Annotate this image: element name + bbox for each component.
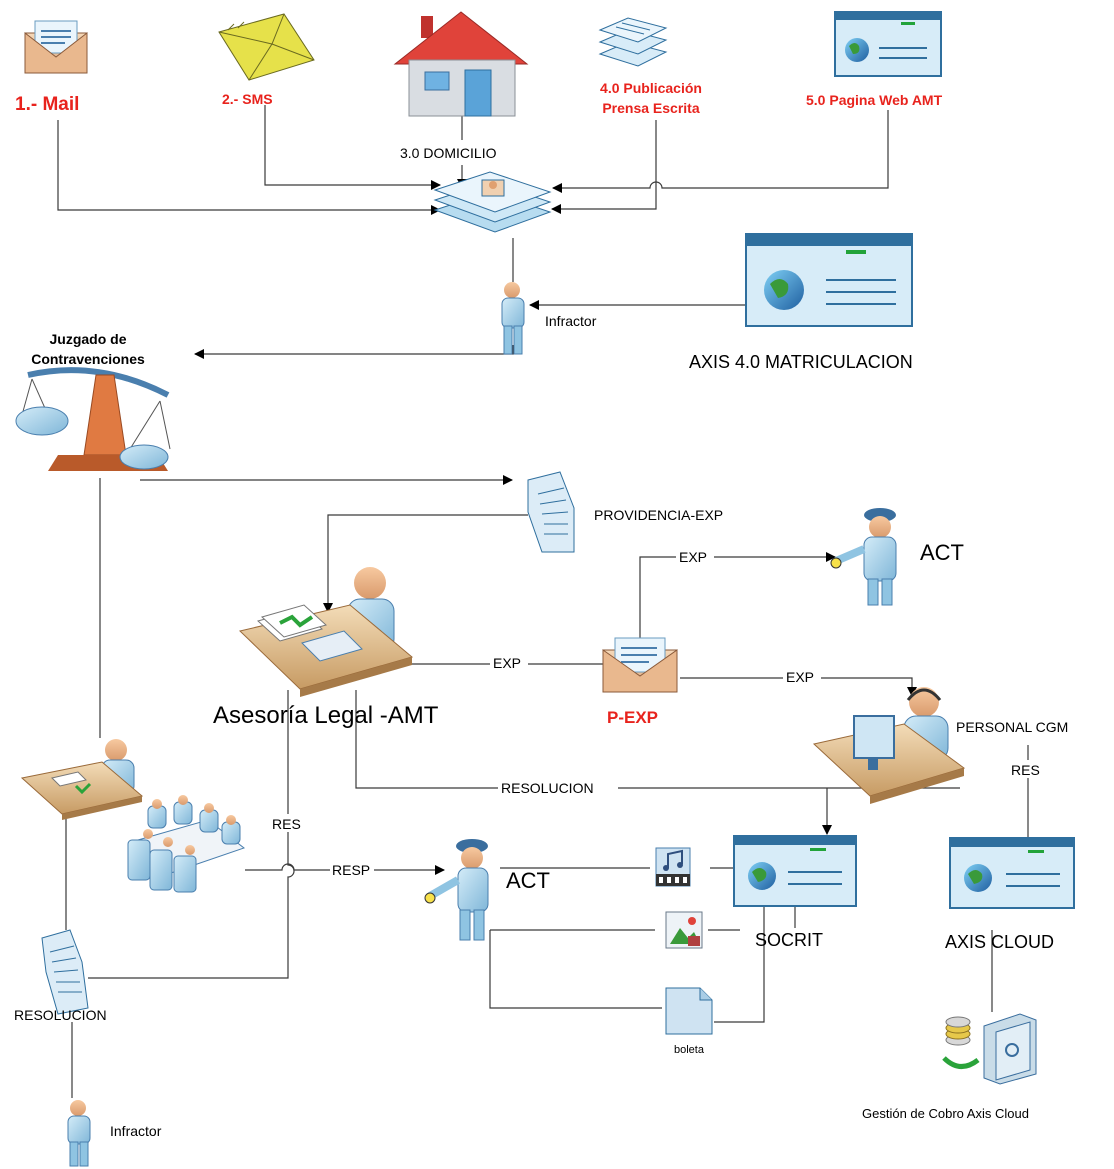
- mail-label: 1.- Mail: [15, 94, 79, 115]
- line-pexp-to-cgm: [680, 677, 917, 697]
- document-stack-icon: [598, 17, 668, 67]
- infractor-bottom-label: Infractor: [110, 1123, 162, 1139]
- line-infractor-to-juzgado: [194, 345, 514, 359]
- line-meeting-to-act: [245, 863, 445, 875]
- web-label: 5.0 Pagina Web AMT: [806, 92, 943, 108]
- line-resolucion: [355, 690, 960, 789]
- resp-label: RESP: [332, 862, 370, 878]
- line-providencia-to-asesoria: [323, 514, 528, 613]
- line-mail-to-docs: [57, 120, 441, 215]
- axis-cloud-label: AXIS CLOUD: [945, 932, 1054, 952]
- resolucion-doc-label: RESOLUCION: [14, 1007, 107, 1023]
- pexp-label: P-EXP: [607, 708, 658, 727]
- web-window-icon: [834, 11, 942, 77]
- axis-matriculacion-window-icon: [745, 233, 913, 327]
- line-act-to-boleta: [489, 930, 662, 1009]
- person-icon: [501, 282, 525, 355]
- res-left-label: RES: [272, 816, 301, 832]
- meeting-icon: [127, 795, 246, 893]
- sms-label: 2.- SMS: [222, 91, 273, 107]
- pexp-envelope-icon: [602, 637, 678, 693]
- line-res-to-resolucion: [88, 690, 295, 979]
- prensa-label-line2: Prensa Escrita: [602, 100, 699, 116]
- prensa-label-line1: 4.0 Publicación: [600, 80, 702, 96]
- officer-icon-top: [830, 508, 897, 606]
- image-file-icon: [665, 911, 703, 949]
- axis-cloud-window-icon: [949, 837, 1075, 909]
- socrit-label: SOCRIT: [755, 930, 823, 950]
- officer-icon-bottom: [424, 839, 489, 941]
- act-bottom-label: ACT: [506, 868, 550, 893]
- providencia-document-icon: [527, 471, 575, 553]
- house-icon: [393, 11, 529, 117]
- providencia-label: PROVIDENCIA-EXP: [594, 507, 723, 523]
- person-icon-bottom: [67, 1100, 91, 1167]
- juzgado-label-line1: Juzgado de: [49, 331, 126, 347]
- envelope-icon: [24, 20, 88, 74]
- line-pexp-to-act: [639, 552, 836, 640]
- labels: 1.- Mail 2.- SMS 3.0 DOMICILIO 4.0 Publi…: [14, 80, 1068, 1139]
- coins-icon: [945, 1016, 971, 1046]
- resolucion-document-icon: [41, 929, 89, 1015]
- infractor-top-label: Infractor: [545, 313, 597, 329]
- boleta-label: boleta: [674, 1044, 705, 1056]
- socrit-window-icon: [733, 835, 857, 907]
- line-boleta-to-socrit: [714, 905, 765, 1023]
- resolucion-mid-label: RESOLUCION: [501, 780, 594, 796]
- line-sms-to-docs: [264, 105, 441, 190]
- operator-icon: [812, 687, 966, 804]
- safe-icon: [942, 1013, 1037, 1085]
- axis-matriculacion-label: AXIS 4.0 MATRICULACION: [689, 352, 913, 372]
- exp-to-pexp-label: EXP: [493, 655, 521, 671]
- exp-to-act-label: EXP: [679, 549, 707, 565]
- res-cgm-label: RES: [1011, 762, 1040, 778]
- line-web-to-docs: [552, 110, 889, 193]
- judge-desk-icon: [20, 739, 144, 820]
- exp-to-cgm-label: EXP: [786, 669, 814, 685]
- sms-envelope-icon: [218, 13, 315, 81]
- desk-worker-icon: [238, 567, 414, 697]
- gestion-cobro-label: Gestión de Cobro Axis Cloud: [862, 1106, 1029, 1121]
- asesoria-label: Asesoría Legal -AMT: [213, 702, 439, 729]
- domicilio-label: 3.0 DOMICILIO: [400, 145, 497, 161]
- scales-icon: [15, 367, 171, 471]
- media-file-icon: [655, 847, 691, 887]
- juzgado-label-line2: Contravenciones: [31, 351, 145, 367]
- boleta-file-icon: [665, 987, 713, 1035]
- personal-cgm-label: PERSONAL CGM: [956, 719, 1068, 735]
- act-top-label: ACT: [920, 540, 964, 565]
- central-document-stack-icon: [433, 171, 552, 233]
- line-press-to-docs: [551, 120, 657, 214]
